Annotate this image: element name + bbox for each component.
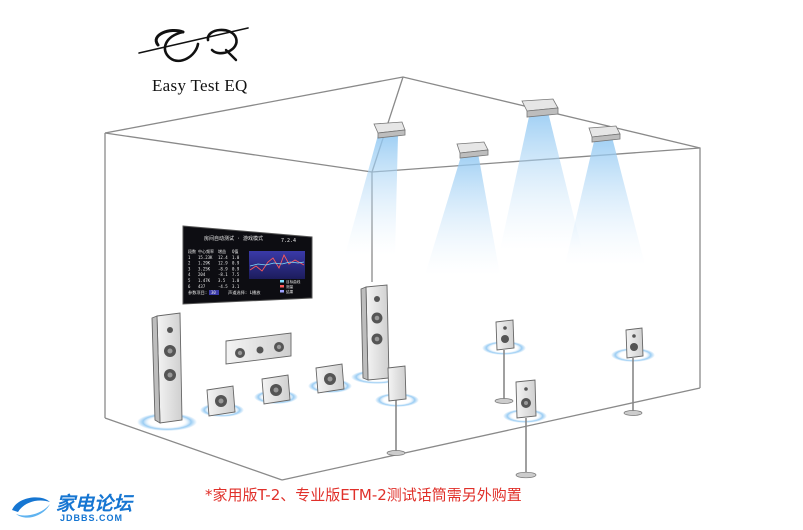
eq-logo-mark: [138, 27, 249, 63]
tv-table-cell: 15.23K: [198, 255, 213, 260]
watermark-sub-text: JDBBS.COM: [60, 513, 124, 523]
tv-table-cell: 1.47K: [198, 278, 211, 283]
tv-footer-right: 播放: [252, 289, 261, 296]
tv-table-cell: 3.1: [232, 284, 240, 289]
tv-table-cell: 1.29K: [198, 261, 211, 266]
surround-speaker-on-stand: [515, 379, 537, 479]
tower-speaker-right: [360, 284, 390, 381]
subwoofer: [206, 385, 236, 417]
logo-name: Easy Test EQ: [152, 76, 248, 95]
tv-table-cell: 5: [188, 278, 191, 283]
tv-footer-value: 30: [211, 290, 216, 295]
tv-screen: 房间自动测试 · 游戏模式 7.2.4 段数中心频率增益 Q值 1 15.23K 12.…: [182, 225, 313, 305]
tv-table-header-cell: Q值: [232, 248, 238, 254]
tv-table-cell: 1.0: [232, 255, 240, 260]
tv-table-cell: 1.0: [232, 278, 240, 283]
watermark-main-text: 家电论坛: [56, 493, 133, 515]
tv-table-cell: 1: [188, 255, 191, 260]
subwoofer: [315, 363, 345, 394]
tv-table-cell: 6: [188, 284, 191, 289]
tv-table-header-cell: 增益: [218, 248, 226, 254]
tv-table-cell: 4: [188, 272, 191, 277]
subwoofer: [261, 374, 291, 405]
tv-table-cell: 7.5: [232, 272, 240, 277]
tv-table-cell: 12.4: [218, 255, 228, 260]
ceiling-speaker: [521, 98, 559, 118]
surround-speaker-on-stand: [386, 365, 407, 456]
tv-table-cell: 0.9: [232, 261, 240, 266]
tower-speaker-left: [151, 312, 183, 424]
tv-badge: 7.2.4: [281, 238, 296, 244]
tv-table-cell: 3.25K: [198, 266, 211, 271]
tv-table-cell: 2: [188, 261, 191, 266]
tv-table-cell: 3.5: [218, 278, 226, 283]
ceiling-speaker: [456, 141, 489, 159]
tv-eq-table: 段数中心频率增益 Q值 1 15.23K 12.4 1.0 2 1.29K 12.9 0.9 3 3.…: [188, 248, 240, 289]
tv-table-header-cell: 中心频率: [198, 248, 214, 254]
surround-speaker-on-stand: [494, 319, 515, 404]
svg-text:结果: 结果: [286, 289, 294, 294]
center-speaker: [225, 332, 292, 365]
tv-table-cell: -8.9: [218, 266, 228, 271]
svg-text:目标曲线: 目标曲线: [286, 279, 301, 284]
watermark-swoosh-icon: [12, 497, 50, 518]
ceiling-speaker: [373, 121, 406, 139]
tv-legend: 目标曲线 测量 结果: [280, 279, 301, 294]
ceiling-speaker: [588, 125, 621, 143]
tv-table-cell: 204: [198, 272, 206, 277]
tv-footer-left: 参数项目:: [188, 289, 207, 296]
microphone-note: *家用版T-2、专业版ETM-2测试话筒需另外购置: [205, 486, 522, 504]
ceiling-light-beams: [345, 112, 645, 275]
tv-table-cell: -8.1: [218, 272, 228, 277]
tv-table-cell: -4.5: [218, 284, 228, 289]
tv-title: 房间自动测试 · 游戏模式: [204, 235, 263, 242]
svg-text:测量: 测量: [286, 284, 294, 289]
tv-table-cell: 12.9: [218, 261, 228, 266]
tv-table-header-cell: 段数: [188, 248, 196, 254]
tv-table-cell: 3: [188, 266, 191, 271]
surround-speaker-on-stand: [623, 327, 644, 416]
tv-footer-mid: 声道选择: L: [228, 289, 253, 296]
tv-table-cell: 0.9: [232, 266, 240, 271]
jdbbs-watermark: 家电论坛 JDBBS.COM: [8, 488, 158, 528]
tv-table-cell: 437: [198, 284, 206, 289]
